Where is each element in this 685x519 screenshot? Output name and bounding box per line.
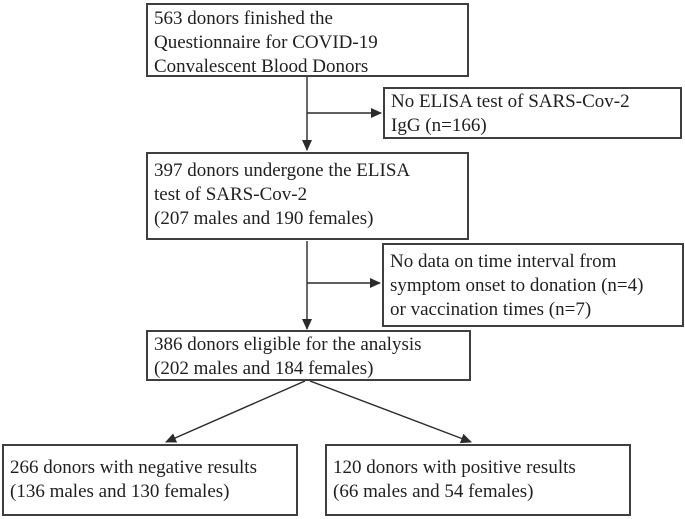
flow-box-excluded-no-elisa-line2: IgG (n=166)	[391, 115, 487, 136]
flow-box-excluded-no-elisa-line1: No ELISA test of SARS-Cov-2	[391, 91, 630, 112]
flow-box-eligible-line1: 386 donors eligible for the analysis	[154, 334, 422, 355]
flow-box-negative-results-line1: 266 donors with negative results	[10, 457, 257, 478]
arrow-eligible-to-positive	[309, 380, 472, 444]
arrow-eligible-to-negative	[165, 380, 306, 443]
flow-box-questionnaire-line2: Questionnaire for COVID-19	[154, 32, 378, 53]
flow-box-eligible: 386 donors eligible for the analysis (20…	[146, 330, 471, 381]
flow-box-elisa-tested-line2: test of SARS-Cov-2	[154, 184, 308, 205]
flow-box-positive-results-line2: (66 males and 54 females)	[333, 481, 534, 502]
flow-box-excluded-no-elisa: No ELISA test of SARS-Cov-2 IgG (n=166)	[383, 87, 682, 139]
flow-box-negative-results: 266 donors with negative results (136 ma…	[2, 444, 298, 516]
flow-box-excluded-no-data-line2: symptom onset to donation (n=4)	[390, 275, 644, 296]
flow-box-excluded-no-data-line1: No data on time interval from	[390, 251, 617, 272]
flow-box-positive-results: 120 donors with positive results (66 mal…	[325, 444, 631, 516]
flow-box-elisa-tested-line1: 397 donors undergone the ELISA	[154, 160, 411, 181]
flow-box-excluded-no-data-line3: or vaccination times (n=7)	[390, 299, 592, 320]
flow-box-positive-results-line1: 120 donors with positive results	[333, 457, 576, 478]
flow-box-questionnaire-line1: 563 donors finished the	[154, 8, 333, 29]
flow-box-excluded-no-data: No data on time interval from symptom on…	[382, 243, 684, 327]
flow-box-questionnaire: 563 donors finished the Questionnaire fo…	[146, 3, 469, 77]
flow-box-elisa-tested: 397 donors undergone the ELISA test of S…	[146, 152, 469, 240]
flow-box-questionnaire-line3: Convalescent Blood Donors	[154, 56, 369, 77]
flow-box-elisa-tested-line3: (207 males and 190 females)	[154, 208, 374, 229]
flow-box-eligible-line2: (202 males and 184 females)	[154, 358, 374, 379]
flow-box-negative-results-line2: (136 males and 130 females)	[10, 481, 230, 502]
